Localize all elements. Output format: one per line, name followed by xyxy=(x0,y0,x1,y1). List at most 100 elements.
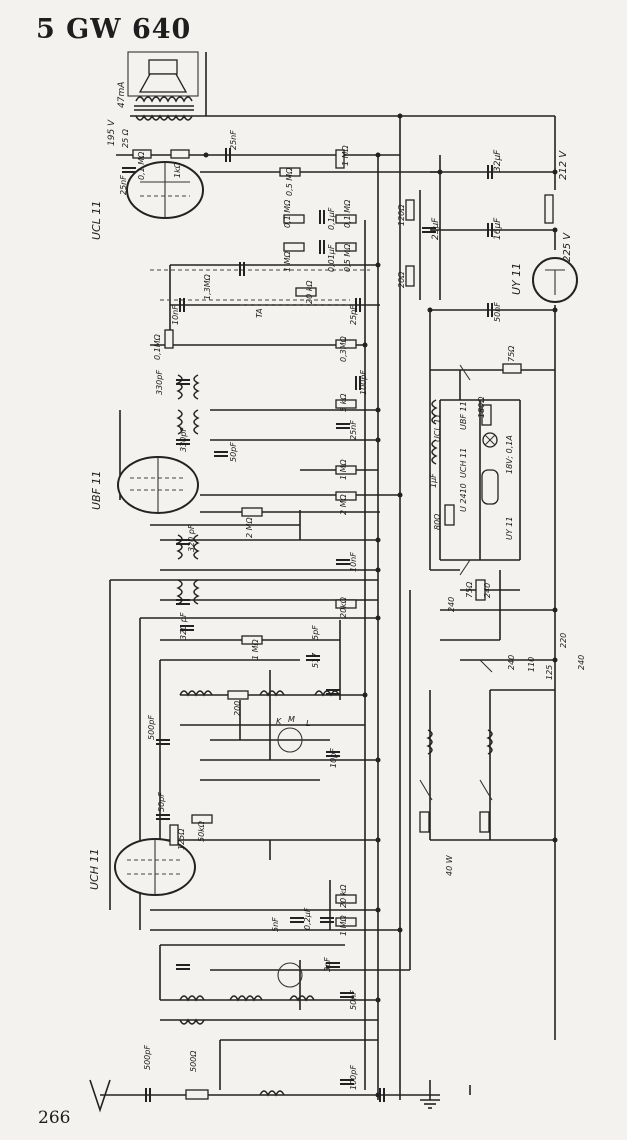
label-lamp: 18V; 0,1A xyxy=(505,435,514,474)
capacitors xyxy=(122,148,493,1102)
label-r1k: 1kΩ xyxy=(173,161,182,178)
label-c01uf: 0,1µF xyxy=(327,207,336,230)
label-c50nf-b: 50nF xyxy=(349,990,358,1010)
component-labels: 195 V 47mA 212 V 225 V UCL 11 UBF 11 UCH… xyxy=(88,82,586,1090)
label-c330-a: 330pF xyxy=(155,370,164,395)
label-c100pf-b: 100pF xyxy=(349,1065,358,1090)
label-c10nf-a: 10nF xyxy=(171,305,180,325)
label-c517: 517 xyxy=(311,652,320,668)
label-uy-aux: UY 11 xyxy=(505,517,514,540)
tube-uch11 xyxy=(114,838,196,896)
label-u2410: U 2410 xyxy=(459,483,468,512)
label-r01m-b: 0,1 MΩ xyxy=(343,199,352,228)
label-r13m: 1,3MΩ xyxy=(203,273,212,300)
label-r01m-top: 0,1 MΩ xyxy=(137,151,146,180)
label-40w: 40 W xyxy=(445,854,454,876)
label-r180: 180Ω xyxy=(477,396,486,418)
label-c001: 0,01µF xyxy=(327,244,336,272)
label-r1m-b: 1 MΩ xyxy=(283,250,292,272)
pilot-lamp xyxy=(482,432,498,448)
label-r75-b: 75Ω xyxy=(465,581,474,598)
label-v240a: 240 xyxy=(507,655,516,670)
label-uch-aux: UCH 11 xyxy=(459,448,468,478)
output-transformer xyxy=(134,96,194,121)
label-r1m-c: 1 MΩ xyxy=(339,458,348,480)
label-v110: 110 xyxy=(527,657,536,672)
label-c50pf-a: 50pF xyxy=(229,442,238,462)
label-r125: 125Ω xyxy=(177,828,186,850)
label-r120: 120Ω xyxy=(397,204,406,226)
label-r50k: 50kΩ xyxy=(197,820,206,842)
label-225v: 225 V xyxy=(562,232,573,262)
label-r75: 75Ω xyxy=(507,345,516,362)
label-r200: 20Ω xyxy=(397,271,406,288)
label-r200-b: 200 xyxy=(233,701,242,716)
label-uch11: UCH 11 xyxy=(88,849,101,891)
label-c100pf-a: 100pF xyxy=(359,370,368,395)
label-m: M xyxy=(288,715,295,724)
loudspeaker-symbol xyxy=(127,51,199,97)
label-ubf11: UBF 11 xyxy=(90,471,103,510)
label-ubf-aux: UBF 11 xyxy=(459,401,468,430)
ground-symbol xyxy=(420,1099,440,1109)
label-c3pf: 3pF xyxy=(323,957,332,972)
label-r240: 240 xyxy=(483,583,492,598)
tube-ucl11 xyxy=(126,161,204,219)
tube-uy11 xyxy=(532,257,578,303)
label-r1m-e: 1 MΩ xyxy=(339,914,348,936)
label-r03m: 0,3MΩ xyxy=(339,335,348,362)
resistors xyxy=(132,149,554,1100)
label-l: L xyxy=(306,719,310,728)
label-ta: TA xyxy=(255,308,264,318)
label-ucl-aux: UCL 11 xyxy=(433,413,442,442)
label-v125: 125 xyxy=(545,665,554,680)
coils xyxy=(176,374,493,1097)
label-k: K xyxy=(276,717,282,726)
label-r80: 80Ω xyxy=(433,513,442,530)
label-v220: 220 xyxy=(559,633,568,648)
label-c16uf: 16µF xyxy=(493,217,503,240)
switches xyxy=(277,364,493,988)
label-c5pf: 5pF xyxy=(311,625,320,640)
label-c50pf-b: 50pF xyxy=(157,792,166,812)
label-uy11: UY 11 xyxy=(510,263,523,295)
label-r5k: 5 kΩ xyxy=(339,393,348,412)
label-r05m: 0,5 MΩ xyxy=(285,167,294,196)
antenna-symbol xyxy=(89,1079,111,1113)
label-c330-b: 330pF xyxy=(179,427,188,452)
label-c10pf: 10pF xyxy=(329,748,338,768)
label-c500pf: 500pF xyxy=(147,715,156,740)
label-c5nf: 5nF xyxy=(271,917,280,932)
tube-ubf11 xyxy=(117,456,199,514)
label-c25nf-top: 25nF xyxy=(229,130,238,150)
label-212v: 212 V xyxy=(558,150,569,180)
label-c1uf: 1µF xyxy=(429,473,438,488)
junction-dots xyxy=(203,113,558,1098)
label-c320-b: 320 pF xyxy=(179,612,188,640)
label-r01-b: 0,1MΩ xyxy=(153,333,162,360)
label-r2m-b: 2 MΩ xyxy=(245,516,254,538)
label-47ma: 47mA xyxy=(117,82,127,108)
schematic-title: 5 GW 640 xyxy=(36,14,192,45)
label-r1m-pot: 1 MΩ xyxy=(341,144,350,166)
label-r20k: 20 kΩ xyxy=(305,280,314,304)
label-r1m-d: 1 MΩ xyxy=(251,638,260,660)
label-c10nf-b: 10nF xyxy=(349,552,358,572)
label-r25-top: 25 Ω xyxy=(121,128,130,148)
label-c320-a: 320 pF xyxy=(187,524,196,552)
label-r20k-b: 20kΩ xyxy=(339,596,348,618)
label-c02uf: 0,2µF xyxy=(303,907,312,930)
label-c50nf-a: 50nF xyxy=(493,302,502,322)
label-v240b: 240 xyxy=(577,655,586,670)
label-c32uf: 32µF xyxy=(493,149,503,172)
label-c25nf-left: 25nF xyxy=(119,175,128,195)
label-v195: 195 V xyxy=(107,119,117,146)
label-r20k-c: 20 kΩ xyxy=(339,884,348,908)
label-r500: 500Ω xyxy=(189,1050,198,1072)
label-c25uf: 25µF xyxy=(431,217,441,240)
label-c25pf: 25pF xyxy=(349,305,358,325)
page-number: 266 xyxy=(38,1108,71,1128)
label-r2m-a: 2 MΩ xyxy=(339,493,348,515)
label-r05m-b: 0,5 MΩ xyxy=(343,243,352,272)
